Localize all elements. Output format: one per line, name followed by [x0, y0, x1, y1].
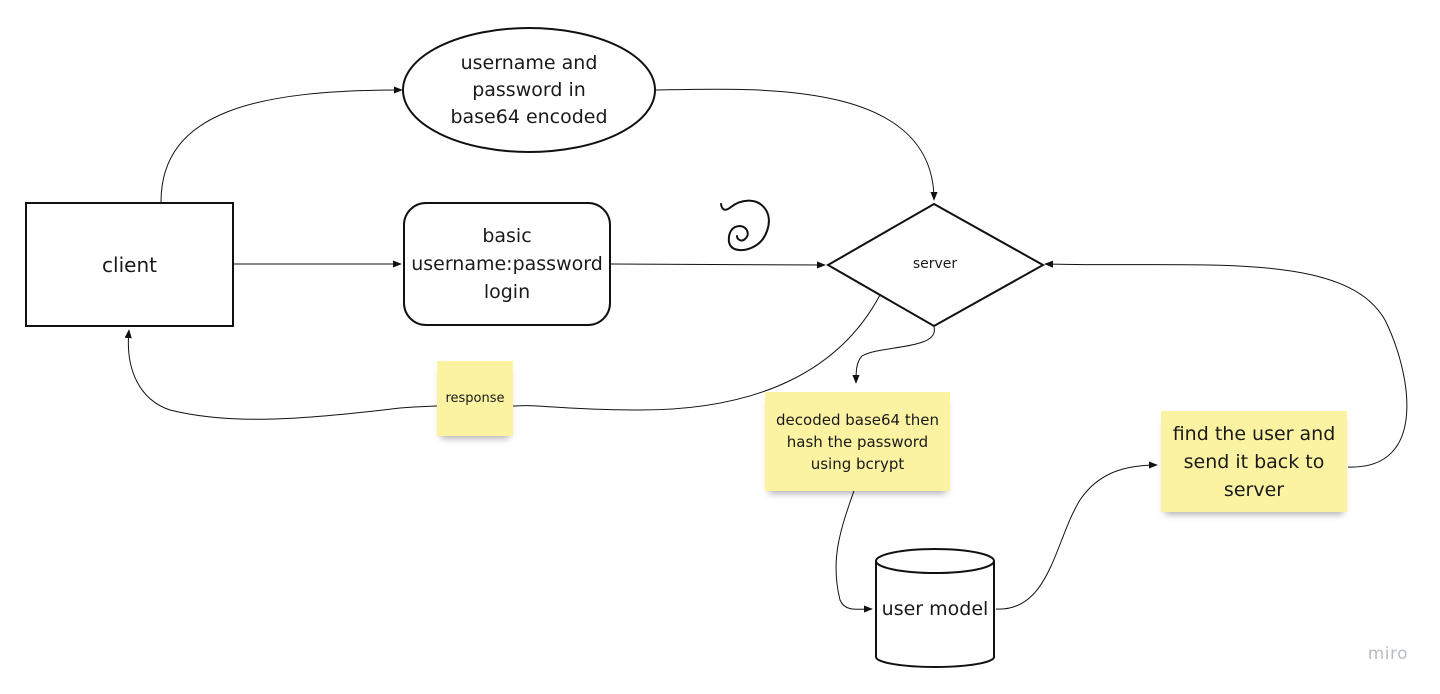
user-model-label: user model	[881, 598, 989, 620]
connector-login-to-server	[610, 261, 826, 269]
connector-server-to-decode	[852, 326, 935, 384]
server-diamond	[825, 202, 1046, 328]
connector-client-to-credentials	[160, 86, 403, 203]
connector-decode-to-user-model	[835, 487, 873, 613]
credentials-ellipse	[402, 27, 656, 153]
connector-user-model-to-find-user	[995, 461, 1158, 610]
basic-login-box	[403, 202, 611, 326]
client-box	[25, 202, 234, 327]
sticky-decode: decoded base64 then hash the password us…	[765, 392, 950, 491]
miro-watermark: miro	[1367, 644, 1408, 664]
server-label: server	[912, 256, 958, 272]
connector-find-user-to-server	[1044, 260, 1408, 468]
sticky-find-user: find the user and send it back to server	[1161, 411, 1347, 512]
sticky-response: response	[437, 361, 513, 436]
client-label: client	[102, 252, 157, 277]
user-model-cylinder	[875, 548, 995, 668]
freehand-scribble	[720, 199, 770, 252]
connector-credentials-to-server	[655, 88, 938, 201]
basic-login-label: basic username:password login	[411, 225, 603, 303]
credentials-label: username and password in base64 encoded	[450, 51, 608, 128]
